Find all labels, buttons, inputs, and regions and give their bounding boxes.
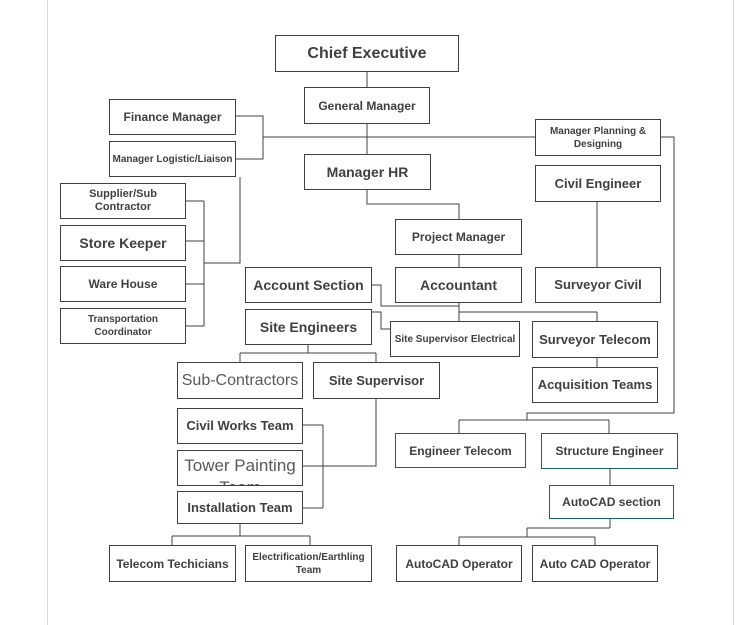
node-acquisition-teams: Acquisition Teams bbox=[532, 367, 658, 403]
node-chief-executive: Chief Executive bbox=[275, 35, 459, 72]
node-telecom-techicians: Telecom Techicians bbox=[109, 545, 236, 582]
node-supplier-sub-contractor: Supplier/Sub Contractor bbox=[60, 183, 186, 219]
node-manager-hr: Manager HR bbox=[304, 154, 431, 190]
page-edge-right bbox=[733, 0, 734, 625]
node-project-manager: Project Manager bbox=[395, 219, 522, 255]
node-tower-painting-team: Tower Painting Team bbox=[177, 450, 303, 486]
node-account-section: Account Section bbox=[245, 267, 372, 303]
node-transportation-coordinator: Transportation Coordinator bbox=[60, 308, 186, 344]
node-surveyor-civil: Surveyor Civil bbox=[535, 267, 661, 303]
node-civil-works-team: Civil Works Team bbox=[177, 408, 303, 444]
node-finance-manager: Finance Manager bbox=[109, 99, 236, 135]
node-store-keeper: Store Keeper bbox=[60, 225, 186, 261]
node-general-manager: General Manager bbox=[304, 87, 430, 124]
node-electrification-team: Electrification/Earthling Team bbox=[245, 545, 372, 582]
node-site-supervisor: Site Supervisor bbox=[313, 362, 440, 399]
node-installation-team: Installation Team bbox=[177, 491, 303, 524]
node-autocad-section: AutoCAD section bbox=[549, 485, 674, 519]
node-auto-cad-operator: Auto CAD Operator bbox=[532, 545, 658, 582]
node-surveyor-telecom: Surveyor Telecom bbox=[532, 321, 658, 358]
node-autocad-operator: AutoCAD Operator bbox=[396, 545, 522, 582]
node-civil-engineer: Civil Engineer bbox=[535, 165, 661, 202]
node-ware-house: Ware House bbox=[60, 266, 186, 302]
page-edge-left bbox=[47, 0, 48, 625]
node-manager-planning: Manager Planning & Designing bbox=[535, 119, 661, 156]
node-engineer-telecom: Engineer Telecom bbox=[395, 433, 526, 468]
node-site-supervisor-electrical: Site Supervisor Electrical bbox=[390, 321, 520, 357]
node-sub-contractors: Sub-Contractors bbox=[177, 362, 303, 399]
node-accountant: Accountant bbox=[395, 267, 522, 303]
node-site-engineers: Site Engineers bbox=[245, 309, 372, 345]
node-structure-engineer: Structure Engineer bbox=[541, 433, 678, 469]
node-manager-logistic: Manager Logistic/Liaison bbox=[109, 141, 236, 177]
